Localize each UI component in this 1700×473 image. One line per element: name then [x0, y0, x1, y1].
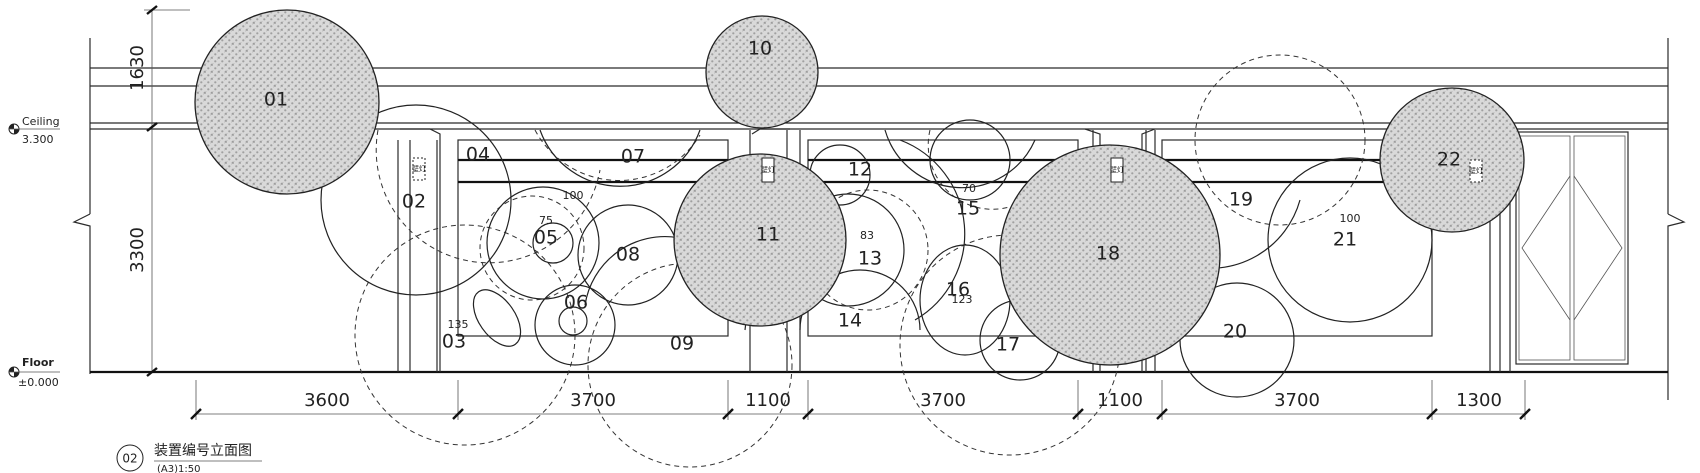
dim-1630: 1630	[127, 45, 148, 91]
floor-label: Floor	[22, 356, 54, 369]
level-markers: Ceiling 3.300 Floor ±0.000	[8, 115, 60, 389]
svg-text:135: 135	[448, 318, 469, 331]
lamp-icon	[412, 157, 426, 181]
label-04: 04	[466, 144, 490, 166]
svg-text:75: 75	[539, 214, 553, 227]
svg-text:123: 123	[952, 293, 973, 306]
floor-value: ±0.000	[18, 376, 59, 389]
vertical-dimensions: 1630 3300	[127, 5, 190, 377]
dim-3700-b: 3700	[920, 390, 966, 411]
label-09: 09	[670, 333, 694, 355]
dim-3600: 3600	[304, 390, 350, 411]
dim-1100-b: 1100	[1097, 390, 1143, 411]
label-21: 21	[1333, 229, 1357, 251]
label-07: 07	[621, 146, 645, 168]
dim-3700-a: 3700	[570, 390, 616, 411]
label-19: 19	[1229, 189, 1253, 211]
dim-1300: 1300	[1456, 390, 1502, 411]
label-14: 14	[838, 310, 862, 332]
installation-01	[194, 9, 380, 195]
label-11: 11	[756, 224, 780, 246]
svg-text:100: 100	[1340, 212, 1361, 225]
label-08: 08	[616, 244, 640, 266]
glass-doors	[1515, 131, 1629, 365]
label-05: 05	[534, 227, 558, 249]
dim-3700-c: 3700	[1274, 390, 1320, 411]
label-17: 17	[996, 334, 1020, 356]
feature-installations	[194, 9, 1525, 366]
label-22: 22	[1437, 149, 1461, 171]
installation-10	[705, 15, 819, 129]
svg-text:壁灯: 壁灯	[412, 164, 426, 173]
label-16: 16	[946, 279, 970, 301]
drawing-scale: (A3)1:50	[157, 464, 200, 473]
label-02: 02	[402, 191, 426, 213]
label-20: 20	[1223, 321, 1247, 343]
lamp-icon	[1110, 157, 1124, 183]
drawing-name: 装置编号立面图	[154, 443, 252, 459]
label-06: 06	[564, 292, 588, 314]
installation-labels: 01 02 03 04 05 06 07 08 09 10 11 12 13 1…	[264, 38, 1461, 356]
label-01: 01	[264, 89, 288, 111]
installation-02	[320, 104, 512, 296]
drawing-title: 02 装置编号立面图 (A3)1:50	[116, 443, 262, 473]
label-03: 03	[442, 331, 466, 353]
display-panels	[457, 139, 1433, 337]
dim-3300: 3300	[127, 227, 148, 273]
label-10: 10	[748, 38, 772, 60]
ceiling-value: 3.300	[22, 133, 54, 146]
svg-text:壁灯: 壁灯	[761, 165, 775, 174]
svg-text:100: 100	[563, 189, 584, 202]
label-15: 15	[956, 198, 980, 220]
wall-lamps: 壁灯 壁灯 壁灯 壁灯	[412, 157, 1483, 183]
size-notes: 100 75 135 83 70 123 100	[448, 182, 1361, 331]
label-13: 13	[858, 248, 882, 270]
label-18: 18	[1096, 243, 1120, 265]
installation-11	[673, 153, 847, 327]
dim-1100-a: 1100	[745, 390, 791, 411]
svg-text:壁灯: 壁灯	[1469, 166, 1483, 175]
installation-22	[1379, 87, 1525, 233]
svg-text:70: 70	[962, 182, 976, 195]
horizontal-dimensions: 3600 3700 1100 3700 1100 3700 1300	[190, 380, 1531, 420]
svg-text:83: 83	[860, 229, 874, 242]
drawing-number: 02	[122, 452, 137, 466]
lamp-icon	[1469, 159, 1483, 183]
lamp-icon	[761, 157, 775, 183]
label-12: 12	[848, 159, 872, 181]
ceiling-label: Ceiling	[22, 115, 60, 128]
svg-text:壁灯: 壁灯	[1110, 165, 1124, 174]
installation-18	[999, 144, 1221, 366]
